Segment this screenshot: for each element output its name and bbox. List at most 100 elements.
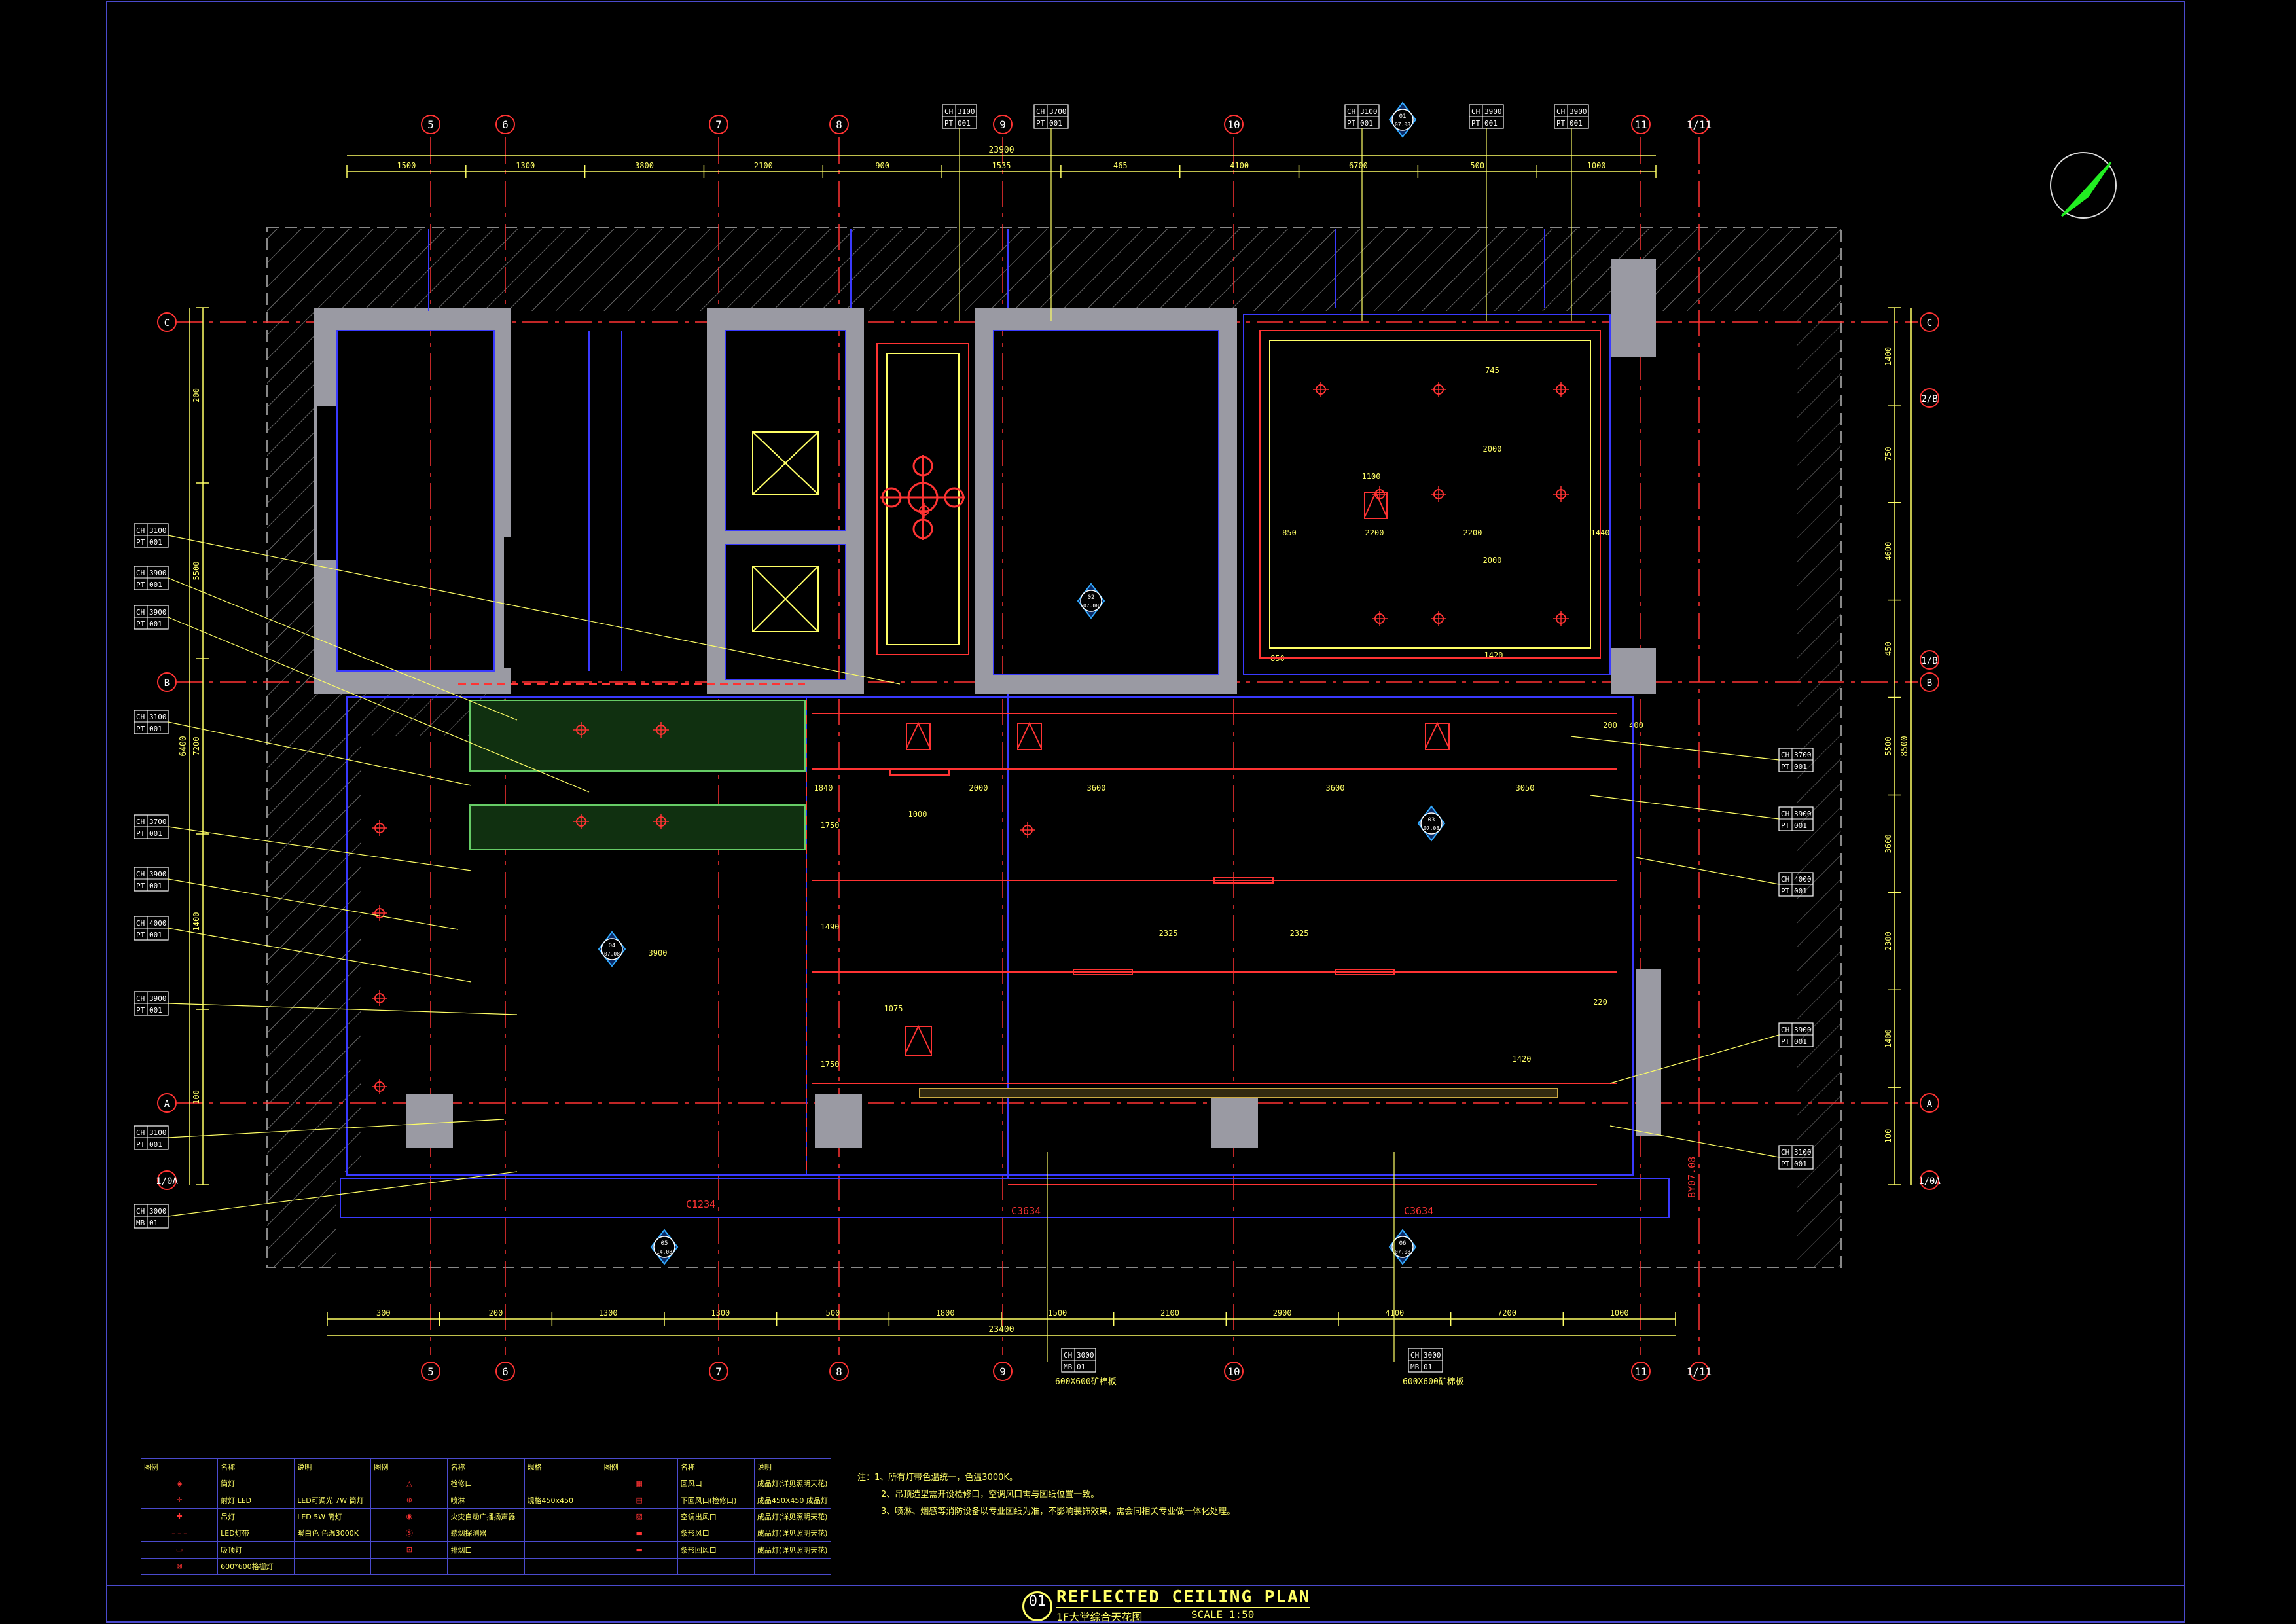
grid-label: 6: [502, 1365, 509, 1378]
interior-dimension: 1000: [908, 810, 927, 819]
dimension-text: 1000: [1587, 161, 1606, 170]
grid-bubble: [1224, 1362, 1244, 1381]
interior-dimension: 3600: [1087, 784, 1106, 793]
grid-label: 5: [427, 118, 434, 131]
callout-leader: [1570, 736, 1780, 761]
interior-dimension: 2000: [969, 784, 988, 793]
callout-value: 001: [1360, 119, 1373, 128]
legend-cell: [524, 1507, 601, 1526]
grid-bubble: [1689, 1362, 1709, 1381]
legend-cell: 成品灯(详见照明天花): [753, 1475, 832, 1492]
callout-code: PT: [1781, 1160, 1790, 1168]
callout-code: PT: [1556, 119, 1566, 128]
legend-cell: [524, 1525, 601, 1542]
callout-code: PT: [1781, 763, 1790, 771]
tile-note: 600X600矿棉板: [1055, 1377, 1117, 1387]
dimension-text: 1000: [1610, 1308, 1629, 1318]
callout-leader: [168, 826, 472, 871]
dimension-total: 6400: [179, 736, 188, 756]
callout-value: 3100: [958, 107, 975, 116]
callout-code: MB: [1064, 1363, 1073, 1371]
legend-cell: [370, 1557, 448, 1576]
callout-code: PT: [1781, 821, 1790, 830]
interior-dimension: 1490: [821, 922, 840, 931]
section-marker-label: 06: [1399, 1240, 1407, 1247]
callout-leader: [168, 1003, 518, 1015]
grid-label: 1/11: [1687, 1365, 1712, 1378]
callout-code: PT: [1347, 119, 1356, 128]
legend-cell: [294, 1541, 372, 1559]
dimension-text: 4600: [1884, 542, 1893, 561]
callout-value: 001: [1570, 119, 1583, 128]
callout-value: 01: [1424, 1363, 1432, 1371]
dimension-text: 1400: [192, 912, 201, 931]
title-block: 01 REFLECTED CEILING PLAN 1F大堂综合天花图 SCAL…: [1014, 1587, 1316, 1623]
callout-value: 3900: [149, 870, 167, 878]
dimension-text: 900: [875, 161, 889, 170]
lower-return-vent-icon: ▤: [600, 1491, 678, 1509]
callout-code: PT: [944, 119, 954, 128]
return-vent-icon: ▦: [600, 1475, 678, 1492]
legend-cell: 规格450x450: [524, 1491, 601, 1509]
grid-label: 8: [836, 118, 842, 131]
section-marker-label: 07.08: [1083, 603, 1099, 609]
grid-bubble: [1920, 312, 1939, 332]
callout-value: 3000: [149, 1207, 167, 1216]
callout-value: 4000: [1794, 875, 1812, 884]
note-line: 2、吊顶造型需开设检修口，空调风口需与图纸位置一致。: [881, 1490, 1100, 1500]
callout-code: PT: [136, 538, 145, 547]
section-marker-label: 07.08: [1424, 825, 1439, 831]
door-tag: C1234: [686, 1199, 715, 1210]
callout-value: 3100: [1794, 1148, 1812, 1157]
interior-dimension: 2200: [1463, 528, 1482, 537]
callout-value: 01: [149, 1219, 158, 1227]
dimension-text: 100: [1884, 1129, 1893, 1144]
dimension-text: 1800: [936, 1308, 955, 1318]
legend-cell: [294, 1557, 372, 1576]
callout-value: 3700: [149, 818, 167, 826]
callout-value: 001: [149, 620, 162, 628]
sheet-frame: [106, 1, 2185, 1623]
dimension-text: 2100: [754, 161, 773, 170]
section-marker-label: 07.08: [1395, 122, 1410, 128]
callout-code: CH: [1471, 107, 1480, 116]
callout-value: 001: [149, 1006, 162, 1015]
grid-bubble: [1920, 1093, 1939, 1113]
dimension-text: 1500: [1048, 1308, 1067, 1318]
interior-dimension: 850: [1282, 528, 1297, 537]
grid-bubble: [1920, 650, 1939, 670]
callout-value: 3900: [1794, 1026, 1812, 1034]
light-fixtures: [372, 382, 1569, 1094]
dimension-text: 2300: [1884, 931, 1893, 950]
dimension-text: 465: [1113, 161, 1128, 170]
drawing-subtitle: 1F大堂综合天花图: [1056, 1611, 1143, 1623]
grid-bubble: [421, 1362, 440, 1381]
grid-label: 2/B: [1921, 394, 1937, 405]
grid-bubble: [1689, 115, 1709, 134]
grid-label: 5: [427, 1365, 434, 1378]
legend-cell: LED灯带: [217, 1525, 295, 1542]
legend-header: 图例: [140, 1458, 219, 1476]
grid-bubble: [157, 1170, 177, 1190]
callout-code: CH: [1781, 810, 1789, 818]
callout-code: CH: [136, 526, 145, 535]
callout-code: CH: [136, 1128, 145, 1137]
legend-cell: 空调出风口: [677, 1507, 755, 1526]
grille-light-icon: ⊠: [140, 1557, 219, 1576]
section-marker-icon: [1420, 812, 1443, 835]
callout-code: CH: [136, 1207, 145, 1216]
callout-code: CH: [136, 870, 145, 878]
grid-bubble: [993, 1362, 1013, 1381]
callout-code: CH: [1781, 751, 1789, 759]
legend-cell: LED 5W 筒灯: [294, 1507, 372, 1526]
interior-dimension: 220: [1593, 998, 1607, 1007]
dimension-text: 3600: [1884, 834, 1893, 853]
legend-cell: 检修口: [447, 1475, 525, 1492]
callout-value: 01: [1077, 1363, 1085, 1371]
grid-label: 8: [836, 1365, 842, 1378]
grid-label: B: [164, 678, 170, 689]
grid-label: 1/0A: [1918, 1176, 1941, 1187]
drawing-number: 01: [1022, 1591, 1052, 1621]
access-panel-icon: △: [370, 1475, 448, 1492]
north-arrow-icon: [2050, 152, 2117, 219]
